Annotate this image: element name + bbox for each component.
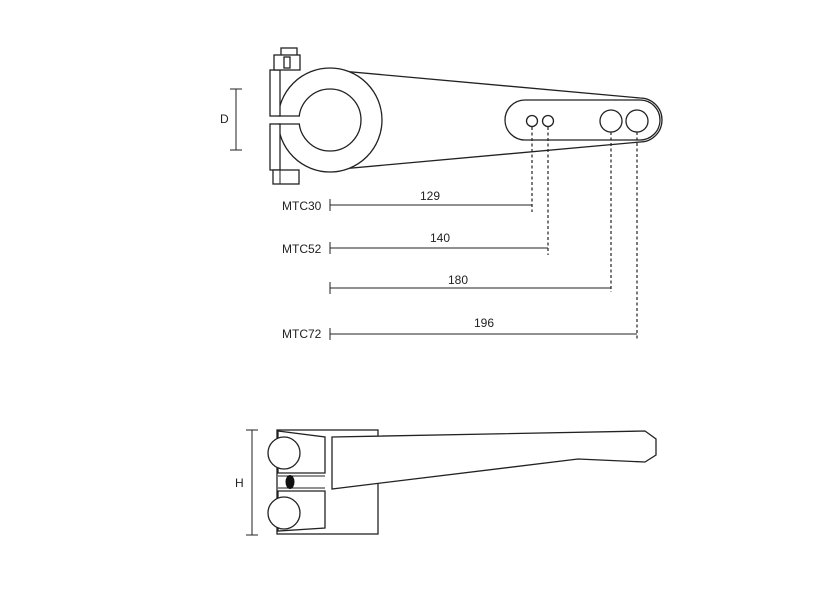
- pivot-dot: [285, 475, 295, 489]
- clamp-split: [274, 116, 301, 124]
- hole-slot: [504, 99, 661, 141]
- model-label-mtc52: MTC52: [282, 242, 322, 256]
- model-label-mtc30: MTC30: [282, 199, 322, 213]
- dim-value-196: 196: [474, 316, 494, 330]
- dim-value-140: 140: [430, 231, 450, 245]
- clamp-block-lower: [269, 123, 281, 171]
- nut: [272, 169, 300, 185]
- hole-mtc72: [625, 109, 649, 133]
- side-view: H: [235, 429, 657, 536]
- arm-outline: [329, 69, 663, 171]
- h-dim-label: H: [235, 476, 244, 490]
- clamp-block-upper: [269, 69, 281, 117]
- hole-180: [599, 109, 623, 133]
- model-label-mtc72: MTC72: [282, 327, 322, 341]
- hole-mtc30: [525, 114, 539, 128]
- bolt-head-lower: [267, 496, 301, 530]
- side-arm: [331, 430, 657, 490]
- dimensions: MTC30 129 MTC52 140 180 MTC72 196: [282, 127, 638, 341]
- dim-value-180: 180: [448, 273, 468, 287]
- top-view: D: [220, 47, 663, 185]
- dim-value-129: 129: [420, 189, 440, 203]
- hole-mtc52: [541, 114, 555, 128]
- screw-slot: [283, 56, 291, 69]
- bolt-head-upper: [267, 436, 301, 470]
- d-dim-label: D: [220, 112, 229, 126]
